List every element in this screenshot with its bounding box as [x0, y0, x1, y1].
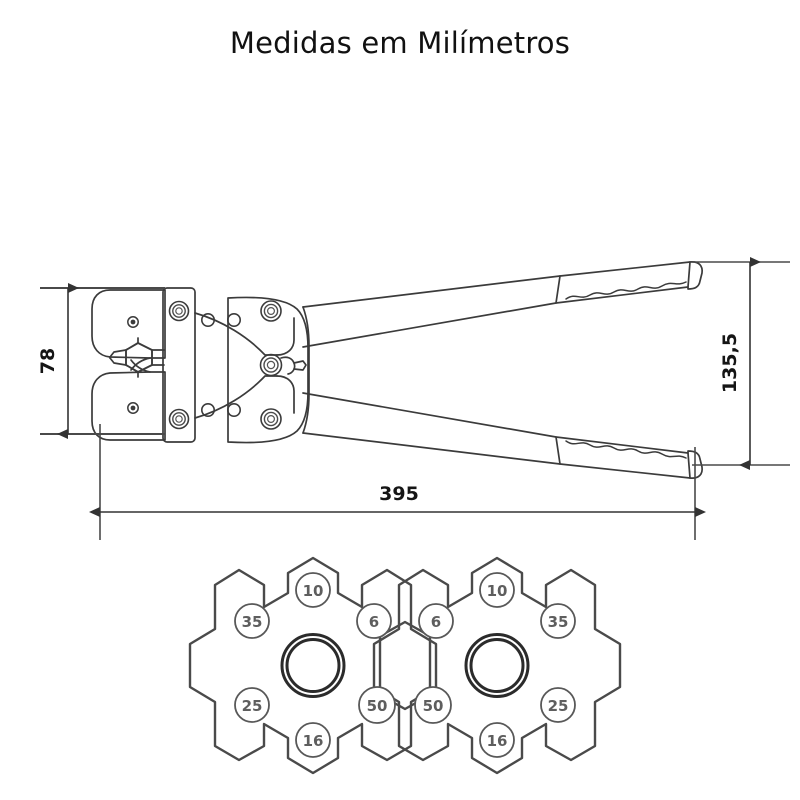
die-label-right-upper-left-text: 6: [431, 613, 441, 631]
pivot-rivet-center: [259, 353, 283, 377]
left-die-outline: [188, 556, 438, 775]
die-label-right-top-text: 10: [487, 582, 508, 600]
tool-fasteners: [127, 300, 283, 430]
die-label-left-top: 10: [295, 572, 331, 608]
rivet-plate-bottom-left: [168, 408, 190, 430]
dimension-overall-height: [692, 257, 790, 470]
dimension-jaw-height: [40, 283, 165, 439]
rivet-plate-top-right: [260, 300, 282, 322]
die-label-left-lower-left-text: 25: [242, 697, 263, 715]
die-label-right-lower-right-text: 25: [548, 697, 569, 715]
tool-body: [227, 296, 310, 444]
left-die-ring-inner: [285, 638, 341, 693]
dimension-label-1355: 135,5: [719, 333, 741, 393]
die-size-labels: 10 35 25 16 50: [234, 572, 576, 758]
die-label-left-top-text: 10: [303, 582, 324, 600]
die-label-right-upper-left: 6: [418, 603, 454, 639]
die-label-right-lower-left: 50: [414, 686, 452, 724]
lower-handle-grip: [565, 440, 687, 459]
die-mounting-plate: [162, 287, 196, 443]
right-die-outline: [372, 556, 622, 775]
dimension-label-395: 395: [379, 483, 419, 505]
die-label-left-upper-left-text: 35: [242, 613, 263, 631]
die-label-right-lower-right: 25: [540, 687, 576, 723]
crimping-tool-drawing: [91, 261, 703, 479]
die-label-left-upper-left: 35: [234, 603, 270, 639]
lower-jaw: [91, 359, 166, 441]
die-label-right-lower-left-text: 50: [423, 697, 444, 715]
right-die-ring-outer: [464, 633, 530, 698]
die-label-left-upper-right-text: 6: [369, 613, 379, 631]
right-die-ring-inner: [469, 638, 525, 693]
jaw-inner-contour: [194, 312, 295, 419]
dimension-overall-length: [89, 424, 706, 540]
die-label-left-upper-right: 6: [356, 603, 392, 639]
body-hole-top-a: [201, 312, 216, 327]
die-label-left-bottom-text: 16: [303, 732, 324, 750]
lower-handle: [302, 392, 703, 479]
die-label-right-upper-right: 35: [540, 603, 576, 639]
die-label-right-bottom-text: 16: [487, 732, 508, 750]
jaw-rivet-upper: [127, 316, 139, 328]
page-title: Medidas em Milímetros: [229, 26, 571, 60]
die-label-right-bottom: 16: [479, 722, 515, 758]
die-pattern-diagram: [188, 556, 622, 775]
upper-jaw: [91, 289, 166, 371]
die-label-left-lower-left: 25: [234, 687, 270, 723]
rivet-plate-top-left: [168, 300, 190, 322]
die-label-left-lower-right-text: 50: [367, 697, 388, 715]
pivot-latch: [280, 356, 307, 375]
rivet-plate-bottom-right: [260, 408, 282, 430]
die-label-left-bottom: 16: [295, 722, 331, 758]
dimension-label-78: 78: [37, 348, 59, 374]
body-hole-top-b: [227, 312, 242, 327]
body-hole-bottom-b: [227, 402, 242, 417]
left-die-head: [188, 556, 438, 775]
left-die-ring-outer: [280, 633, 346, 698]
die-label-left-lower-right: 50: [358, 686, 396, 724]
hex-crimp-opening: [109, 337, 165, 378]
upper-handle: [302, 261, 703, 348]
body-hole-bottom-a: [201, 402, 216, 417]
jaw-rivet-lower: [127, 402, 139, 414]
upper-handle-grip: [565, 281, 687, 300]
right-die-head: [372, 556, 622, 775]
die-label-right-top: 10: [479, 572, 515, 608]
die-label-right-upper-right-text: 35: [548, 613, 569, 631]
